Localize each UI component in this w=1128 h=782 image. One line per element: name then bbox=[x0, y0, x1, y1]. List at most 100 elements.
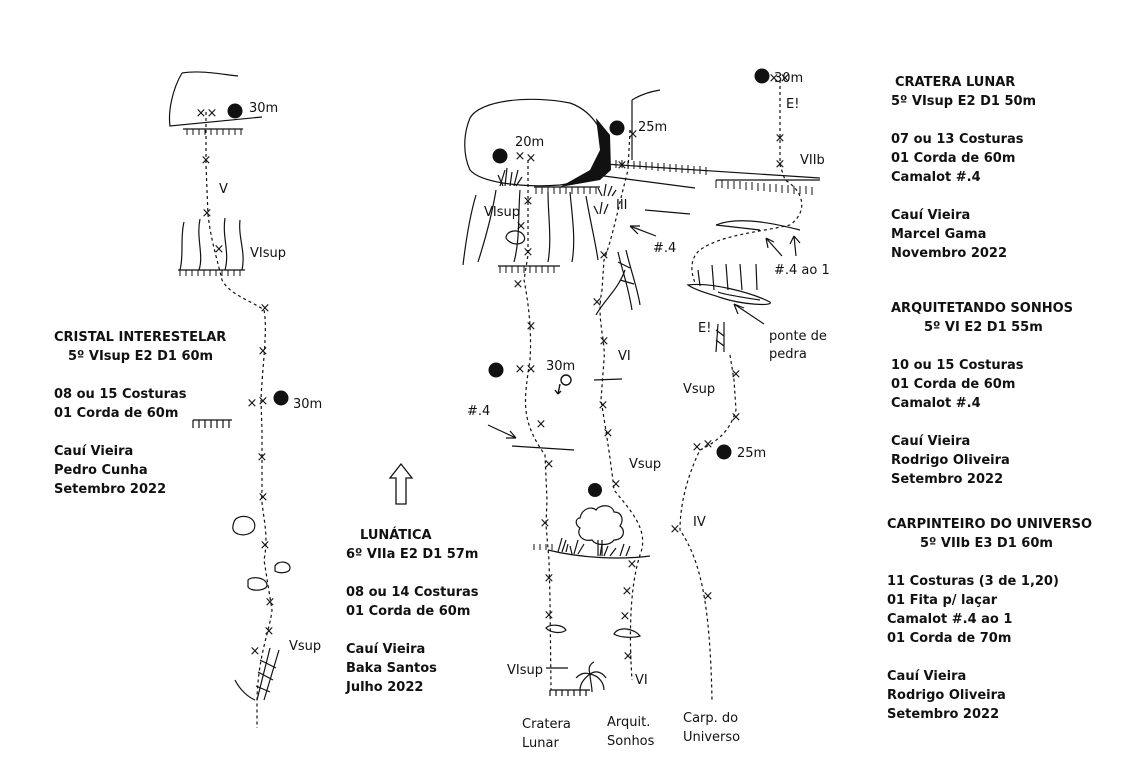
svg-text:×: × bbox=[516, 219, 527, 234]
arquitetando-route-line bbox=[599, 129, 644, 681]
slab-crack-4 bbox=[547, 191, 551, 263]
route-costuras: 08 ou 15 Costuras bbox=[54, 387, 187, 402]
carpinteiro-bolts: ×× ××× ××× ×× bbox=[670, 71, 791, 604]
carp-crack-e bbox=[715, 322, 725, 353]
route-author: Cauí Vieira bbox=[891, 434, 971, 449]
svg-text:×: × bbox=[592, 295, 603, 310]
svg-text:×: × bbox=[617, 158, 628, 173]
svg-text:×: × bbox=[544, 457, 555, 472]
big-ledge-ticks bbox=[533, 544, 553, 550]
svg-text:×: × bbox=[611, 477, 622, 492]
route-date: Setembro 2022 bbox=[891, 472, 1004, 487]
route-corda: 01 Corda de 60m bbox=[54, 406, 179, 421]
svg-text:×: × bbox=[775, 131, 786, 146]
arq-grade-vsup: Vsup bbox=[629, 457, 661, 472]
carp-camalot-label: #.4 ao 1 bbox=[774, 263, 830, 278]
hold-arq bbox=[613, 628, 641, 638]
cristal-anchor2-length: 30m bbox=[249, 101, 278, 116]
route-corda: 01 Corda de 60m bbox=[346, 604, 471, 619]
svg-text:×: × bbox=[258, 344, 269, 359]
svg-text:×: × bbox=[627, 557, 638, 572]
middle-topo: ×× ××× ××× ××× ××× ××× ××× ××× ××× ×× ××… bbox=[196, 71, 821, 701]
anchor-badge: 2 bbox=[230, 104, 239, 119]
base-hook bbox=[234, 679, 256, 701]
route-grade: 5º VIsup E2 D1 50m bbox=[891, 94, 1037, 109]
palm-base-ledge bbox=[549, 689, 590, 696]
slab-crack-6 bbox=[585, 195, 599, 261]
route-grade: 5º VIIb E3 D1 60m bbox=[920, 536, 1053, 551]
arq-grade-vi: VI bbox=[618, 349, 631, 364]
roof-ticks bbox=[609, 160, 813, 195]
route-costuras: 08 ou 14 Costuras bbox=[346, 585, 479, 600]
svg-text:×: × bbox=[247, 396, 258, 411]
ledge-mid-ticks bbox=[179, 270, 241, 276]
route-name: CRATERA LUNAR bbox=[895, 75, 1016, 90]
route-corda: 01 Corda de 60m bbox=[891, 151, 1016, 166]
ledge-top-ticks bbox=[186, 129, 242, 135]
route-date: Julho 2022 bbox=[346, 680, 424, 695]
svg-text:×: × bbox=[250, 644, 261, 659]
cristal-grade-vsup: Vsup bbox=[289, 639, 321, 654]
cratera-info: CRATERA LUNAR 5º VIsup E2 D1 50m 07 ou 1… bbox=[891, 73, 1036, 263]
arq-anchor1-length: 25m bbox=[638, 120, 667, 135]
route-author: Rodrigo Oliveira bbox=[891, 453, 1010, 468]
rock-2 bbox=[274, 561, 291, 574]
svg-text:×: × bbox=[260, 301, 271, 316]
route-costuras: 07 ou 13 Costuras bbox=[891, 132, 1024, 147]
anchor-badge: 1 bbox=[612, 121, 621, 136]
svg-text:×: × bbox=[526, 151, 537, 166]
grass-tuft-icon bbox=[497, 167, 631, 557]
svg-text:×: × bbox=[523, 245, 534, 260]
svg-text:×: × bbox=[544, 571, 555, 586]
svg-text:×: × bbox=[620, 609, 631, 624]
route-date: Setembro 2022 bbox=[887, 707, 1000, 722]
cristal-grade-visup: VIsup bbox=[250, 246, 286, 261]
carp-grade-vsup: Vsup bbox=[683, 382, 715, 397]
cristal-grade-v: V bbox=[219, 182, 228, 197]
palm-icon bbox=[575, 661, 607, 693]
svg-text:×: × bbox=[775, 157, 786, 172]
svg-text:×: × bbox=[623, 649, 634, 664]
roof-lower-line bbox=[603, 175, 820, 189]
ledge-low bbox=[192, 419, 232, 428]
slab-crack-3 bbox=[513, 189, 521, 263]
svg-text:×: × bbox=[258, 394, 269, 409]
base-label-arquitetando: Arquit. bbox=[607, 715, 650, 730]
cristal-topo bbox=[168, 71, 291, 728]
ponte-pedra bbox=[686, 283, 771, 306]
svg-text:×: × bbox=[515, 362, 526, 377]
arquitetando-bolts: ××× ××× ××× ××× bbox=[592, 127, 639, 664]
svg-text:×: × bbox=[622, 584, 633, 599]
svg-text:×: × bbox=[214, 242, 225, 257]
svg-text:×: × bbox=[603, 426, 614, 441]
arrow-camalot-4-top bbox=[629, 225, 657, 237]
slab-crack-2 bbox=[477, 189, 497, 263]
carp-warning-mid: E! bbox=[698, 321, 711, 336]
hole bbox=[505, 230, 526, 245]
ledge-slab-base-ticks bbox=[499, 266, 555, 273]
svg-text:×: × bbox=[260, 538, 271, 553]
cristal-route-line bbox=[205, 112, 273, 728]
svg-text:×: × bbox=[780, 71, 791, 86]
cristal-anchor1-length: 30m bbox=[293, 397, 322, 412]
roof-line bbox=[603, 163, 821, 179]
base-label-cratera: Cratera bbox=[522, 717, 571, 732]
base-label-cratera: Lunar bbox=[522, 736, 559, 751]
flake-iii bbox=[644, 209, 691, 215]
cratera-grade-visup-bottom: VIsup bbox=[507, 663, 543, 678]
cristal-info: CRISTAL INTERESTELAR 5º VIsup E2 D1 60m … bbox=[54, 328, 226, 499]
svg-text:×: × bbox=[692, 440, 703, 455]
base-label-carpinteiro: Universo bbox=[683, 730, 740, 745]
slab-crack-5 bbox=[569, 191, 575, 263]
route-author: Cauí Vieira bbox=[54, 444, 134, 459]
ponte-label-line2: pedra bbox=[769, 347, 807, 362]
big-ledge bbox=[547, 549, 651, 559]
svg-text:×: × bbox=[599, 248, 610, 263]
svg-text:×: × bbox=[540, 516, 551, 531]
crack-1 bbox=[179, 221, 185, 271]
svg-text:×: × bbox=[196, 106, 207, 121]
svg-text:×: × bbox=[544, 608, 555, 623]
svg-text:×: × bbox=[526, 362, 537, 377]
cratera-grade-visup-top: VIsup bbox=[484, 205, 520, 220]
